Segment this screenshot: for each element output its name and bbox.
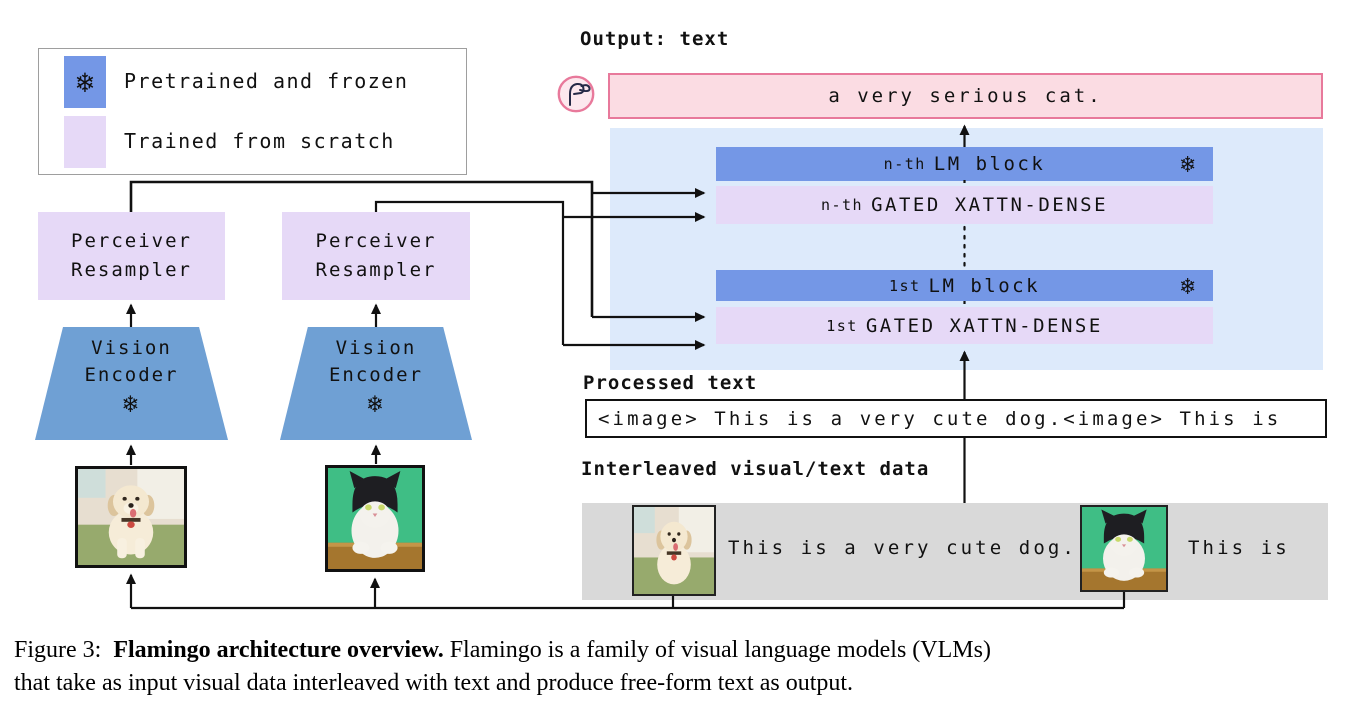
interleaved-text-1: This is a very cute dog. xyxy=(728,537,1077,559)
perceiver-line1: Perceiver xyxy=(315,230,437,252)
interleaved-text-2: This is xyxy=(1188,537,1290,559)
flamingo-icon xyxy=(556,74,596,114)
output-text-box: a very serious cat. xyxy=(608,73,1323,119)
processed-text: <image> This is a very cute dog.<image> … xyxy=(598,407,1282,430)
lm-block-top-prefix: n-th xyxy=(883,155,926,173)
caption-bold-title: Flamingo architecture overview. xyxy=(113,637,444,663)
dog-image xyxy=(75,466,187,568)
gated-xattn-top-prefix: n-th xyxy=(820,196,864,214)
frozen-swatch: ❄ xyxy=(64,56,106,108)
perceiver-line2: Resampler xyxy=(71,259,192,281)
dog-thumbnail xyxy=(632,505,716,596)
gated-xattn-top: n-th GATED XATTN-DENSE xyxy=(716,186,1213,224)
perceiver-resampler-left: Perceiver Resampler xyxy=(38,212,225,300)
vision-line2: Encoder xyxy=(84,364,179,386)
output-text: a very serious cat. xyxy=(828,85,1103,107)
legend-box: ❄ Pretrained and frozen Trained from scr… xyxy=(38,48,467,175)
caption-line-2: that take as input visual data interleav… xyxy=(14,670,854,696)
cat-image xyxy=(325,465,425,572)
gated-xattn-top-name: GATED XATTN-DENSE xyxy=(871,194,1109,216)
cat-thumbnail xyxy=(1080,505,1168,592)
snowflake-icon: ❄ xyxy=(76,65,94,99)
snowflake-icon: ❄ xyxy=(1180,271,1195,300)
vision-encoder-right: Vision Encoder ❄ xyxy=(280,327,472,440)
lm-block-top: n-th LM block ❄ xyxy=(716,147,1213,181)
vision-encoder-left: Vision Encoder ❄ xyxy=(35,327,228,440)
processed-text-label: Processed text xyxy=(583,372,758,394)
trained-swatch xyxy=(64,116,106,168)
lm-block-bottom-prefix: 1st xyxy=(888,276,921,295)
gated-xattn-bottom-prefix: 1st xyxy=(826,316,858,335)
lm-block-bottom: 1st LM block ❄ xyxy=(716,270,1213,301)
figure-caption: Figure 3: Flamingo architecture overview… xyxy=(14,634,1362,700)
lm-block-bottom-name: LM block xyxy=(928,274,1041,297)
gated-xattn-bottom-name: GATED XATTN-DENSE xyxy=(865,314,1103,337)
caption-line1-rest: Flamingo is a family of visual language … xyxy=(443,637,991,663)
legend-frozen-label: Pretrained and frozen xyxy=(124,69,409,93)
perceiver-resampler-right: Perceiver Resampler xyxy=(282,212,470,300)
vision-line2: Encoder xyxy=(328,364,424,386)
caption-line-1: Figure 3: Flamingo architecture overview… xyxy=(14,634,1362,667)
lm-block-top-name: LM block xyxy=(933,153,1046,175)
output-label: Output: text xyxy=(580,28,730,50)
legend-trained-label: Trained from scratch xyxy=(124,129,395,153)
vision-line1: Vision xyxy=(91,337,172,359)
interleaved-label: Interleaved visual/text data xyxy=(581,458,930,480)
vision-line1: Vision xyxy=(335,337,417,359)
snowflake-icon: ❄ xyxy=(1180,150,1195,178)
snowflake-icon: ❄ xyxy=(367,389,385,418)
caption-figure-label: Figure 3: xyxy=(14,637,102,663)
perceiver-line1: Perceiver xyxy=(71,230,192,252)
snowflake-icon: ❄ xyxy=(122,389,141,418)
processed-text-box: <image> This is a very cute dog.<image> … xyxy=(585,399,1327,438)
perceiver-line2: Resampler xyxy=(315,259,437,281)
gated-xattn-bottom: 1st GATED XATTN-DENSE xyxy=(716,307,1213,344)
